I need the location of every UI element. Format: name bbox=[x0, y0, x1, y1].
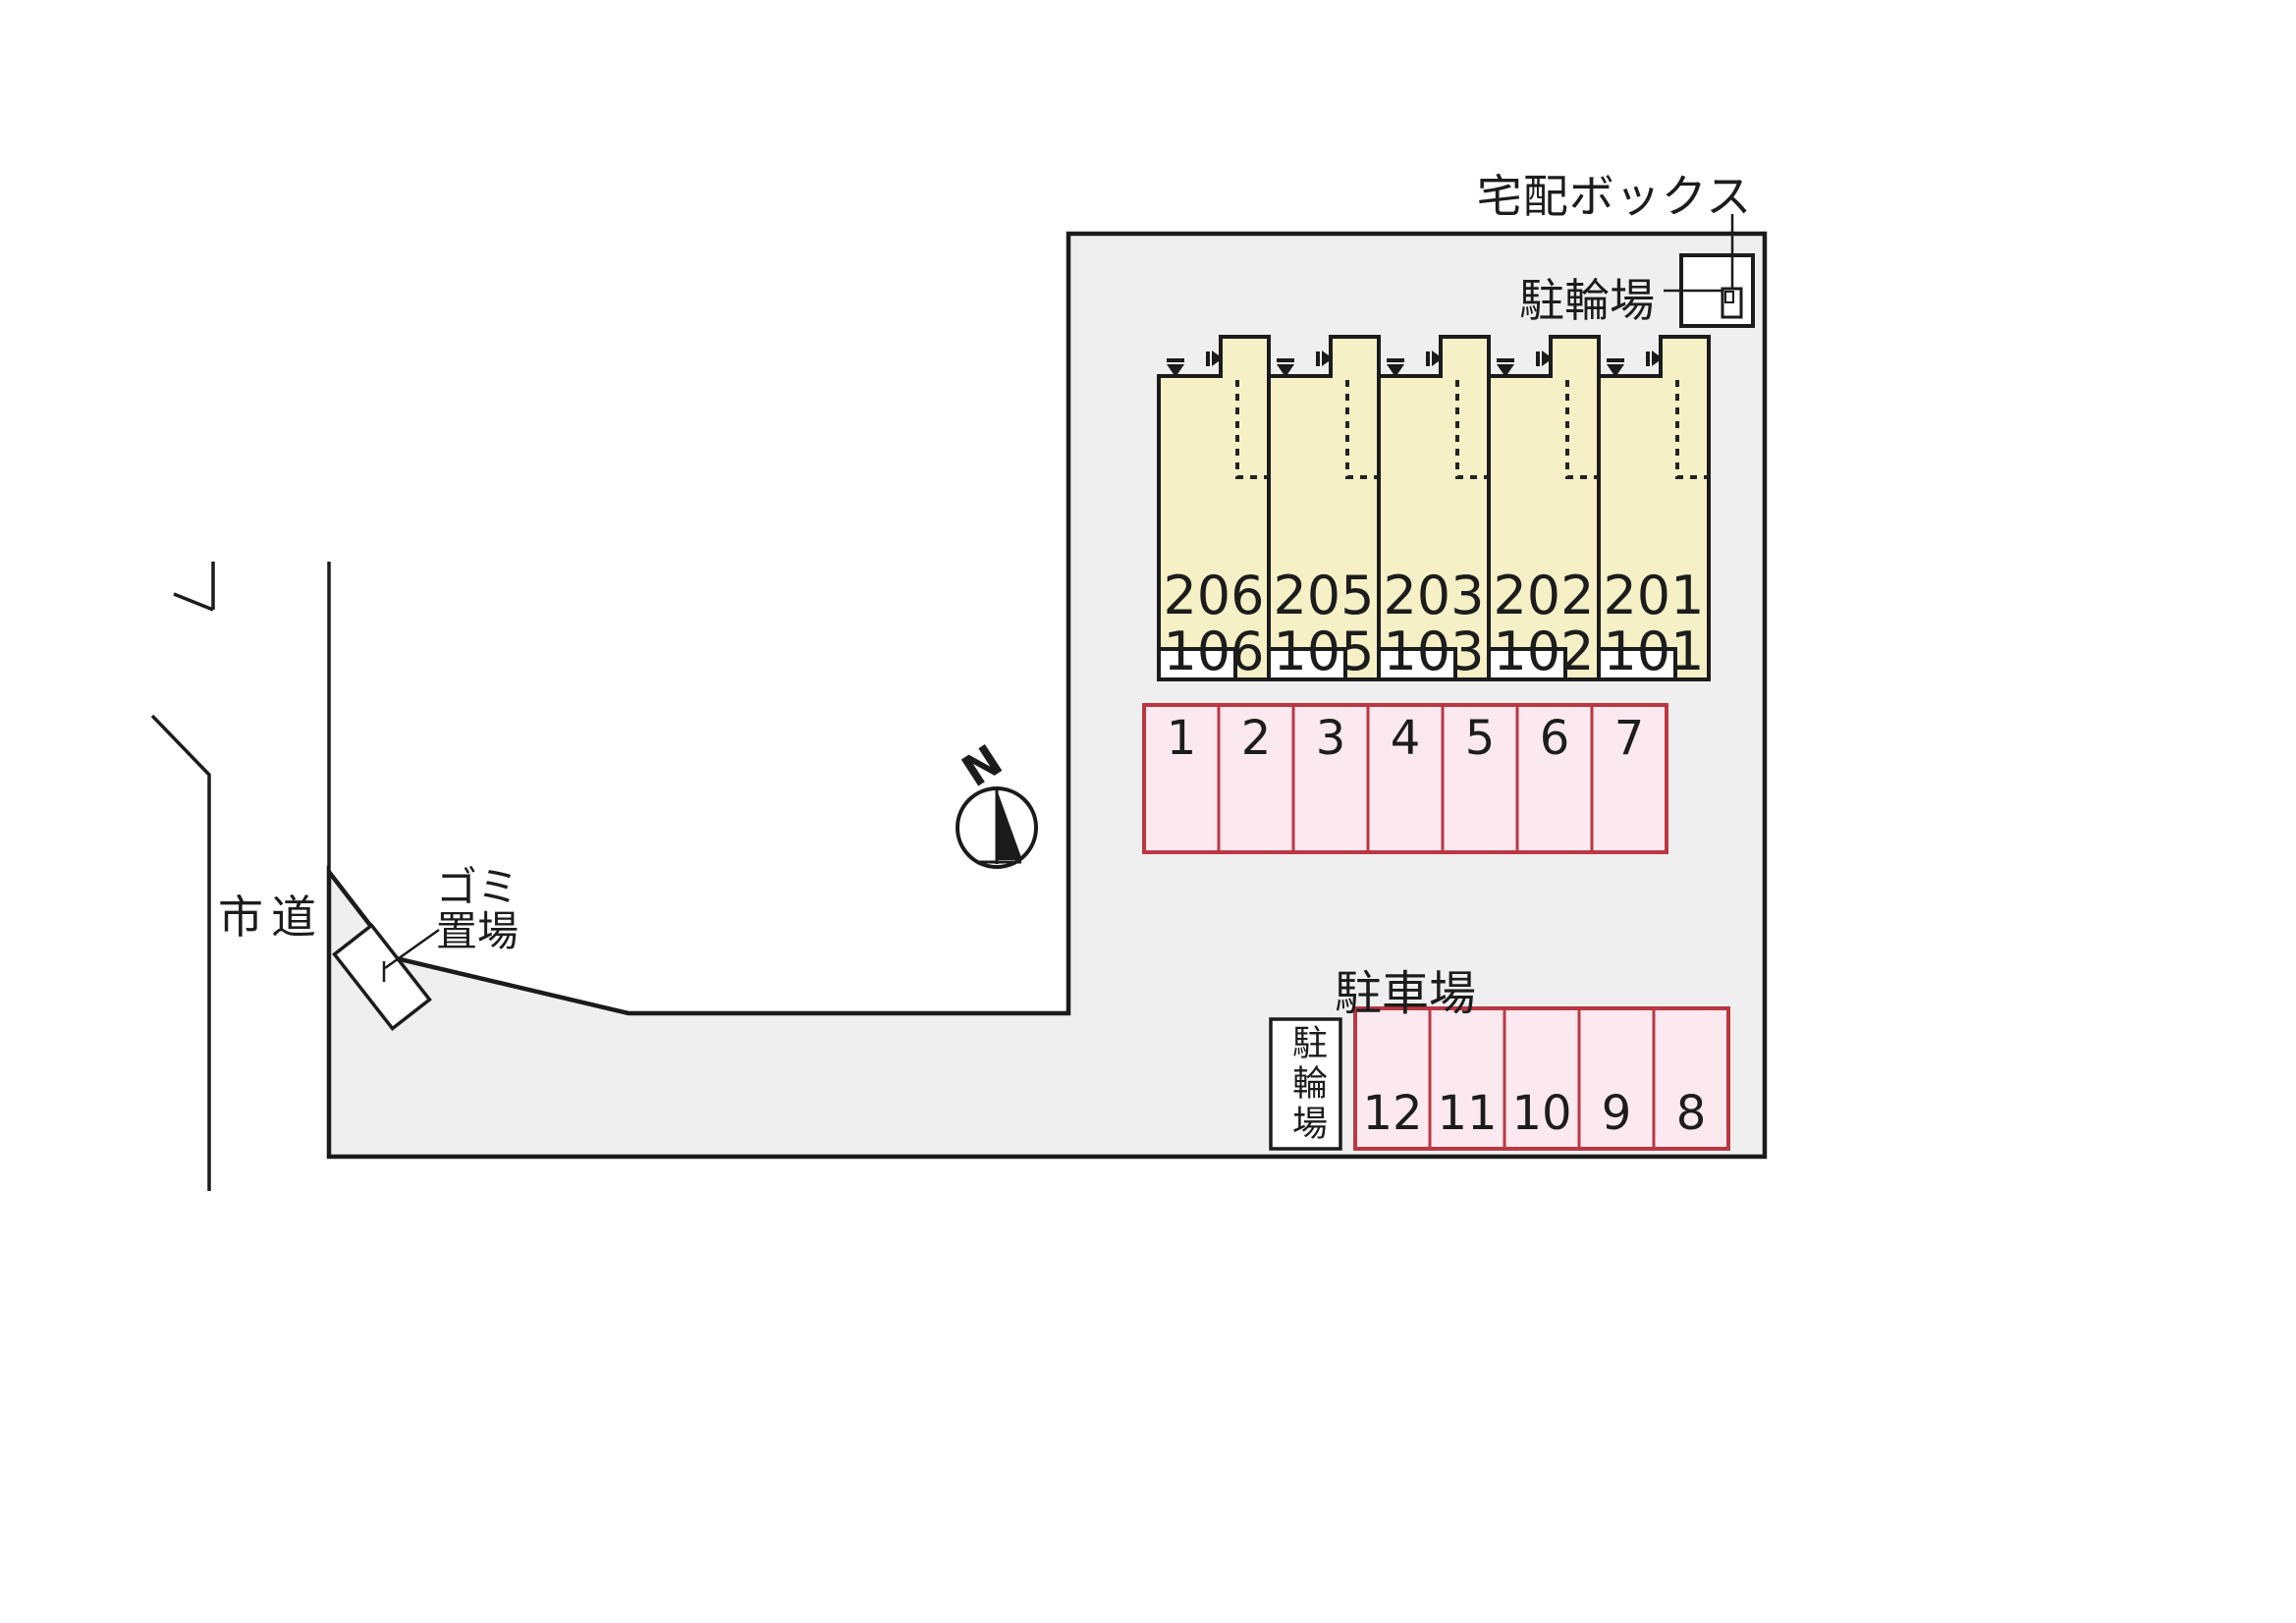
parking-space-number: 8 bbox=[1675, 1086, 1707, 1141]
unit-number-label: 205 105 bbox=[1269, 568, 1379, 679]
unit-number-label: 201 101 bbox=[1599, 568, 1709, 679]
down-arrow-icon bbox=[1167, 358, 1184, 377]
unit-number-label: 202 102 bbox=[1489, 568, 1599, 679]
unit-lower-number: 102 bbox=[1493, 621, 1595, 682]
right-arrow-icon bbox=[1536, 351, 1553, 366]
garbage-area-label: ゴミ 置場 bbox=[424, 865, 530, 953]
delivery-box-icon bbox=[1721, 287, 1743, 319]
down-arrow-icon bbox=[1277, 358, 1294, 377]
unit-upper-number: 203 bbox=[1383, 565, 1485, 626]
delivery-box-label: 宅配ボックス bbox=[1476, 170, 1753, 223]
unit-upper-number: 201 bbox=[1603, 565, 1705, 626]
garbage-box-pointer-line bbox=[382, 928, 440, 982]
right-arrow-icon bbox=[1426, 351, 1443, 366]
unit-entrance-notches bbox=[1157, 647, 1677, 679]
unit-lower-number: 103 bbox=[1383, 621, 1485, 682]
parking-space-number: 5 bbox=[1464, 711, 1496, 766]
north-needle-icon bbox=[997, 789, 1022, 860]
bicycle-parking-bottom-box bbox=[1269, 1017, 1342, 1151]
parking-space-number: 6 bbox=[1539, 711, 1570, 766]
road-break-mark bbox=[173, 562, 215, 612]
unit-number-label: 206 106 bbox=[1159, 568, 1269, 679]
bicycle-parking-bottom-label: 駐輪場 bbox=[1286, 1023, 1327, 1145]
right-arrow-icon bbox=[1206, 351, 1223, 366]
building-unit bbox=[1157, 335, 1271, 681]
unit-stair-dashed-lines bbox=[1235, 380, 1707, 479]
parking-space-number: 10 bbox=[1511, 1086, 1572, 1141]
building bbox=[1157, 335, 1711, 681]
bicycle-parking-top-box bbox=[1664, 214, 1755, 328]
building-unit bbox=[1597, 335, 1711, 681]
parking-space-number: 7 bbox=[1613, 711, 1645, 766]
down-arrow-icon bbox=[1497, 358, 1514, 377]
bicycle-parking-top-label: 駐輪場 bbox=[1519, 274, 1655, 327]
garbage-area-label-line2: 置場 bbox=[435, 907, 519, 955]
unit-entry-arrow-icons bbox=[1167, 351, 1663, 377]
unit-upper-number: 202 bbox=[1493, 565, 1595, 626]
unit-lower-number: 101 bbox=[1603, 621, 1705, 682]
unit-upper-number: 206 bbox=[1163, 565, 1265, 626]
parking-space-number: 2 bbox=[1240, 711, 1272, 766]
parking-row-bottom bbox=[1353, 1006, 1730, 1151]
garbage-area-label-line1: ゴミ bbox=[435, 863, 519, 911]
label-connector-lines bbox=[1664, 214, 1734, 293]
parking-space-number: 12 bbox=[1362, 1086, 1423, 1141]
parking-space-number: 1 bbox=[1166, 711, 1197, 766]
right-arrow-icon bbox=[1316, 351, 1333, 366]
down-arrow-icon bbox=[1607, 358, 1624, 377]
parking-space-number: 4 bbox=[1390, 711, 1421, 766]
building-unit bbox=[1487, 335, 1601, 681]
unit-number-label: 203 103 bbox=[1379, 568, 1489, 679]
unit-lower-number: 105 bbox=[1273, 621, 1375, 682]
parking-space-number: 9 bbox=[1601, 1086, 1632, 1141]
parking-space-number: 11 bbox=[1437, 1086, 1498, 1141]
parking-space-number: 3 bbox=[1315, 711, 1346, 766]
road-edge-left bbox=[150, 714, 211, 1191]
city-road-label: 市道 bbox=[218, 891, 324, 944]
building-unit bbox=[1377, 335, 1491, 681]
compass bbox=[956, 786, 1038, 869]
parking-row-top bbox=[1142, 703, 1668, 854]
building-unit bbox=[1267, 335, 1381, 681]
right-arrow-icon bbox=[1646, 351, 1663, 366]
unit-lower-number: 106 bbox=[1163, 621, 1265, 682]
unit-upper-number: 205 bbox=[1273, 565, 1375, 626]
road-lines bbox=[150, 562, 331, 1191]
car-parking-label: 駐車場 bbox=[1334, 966, 1476, 1021]
down-arrow-icon bbox=[1387, 358, 1404, 377]
garbage-box bbox=[332, 922, 432, 1032]
